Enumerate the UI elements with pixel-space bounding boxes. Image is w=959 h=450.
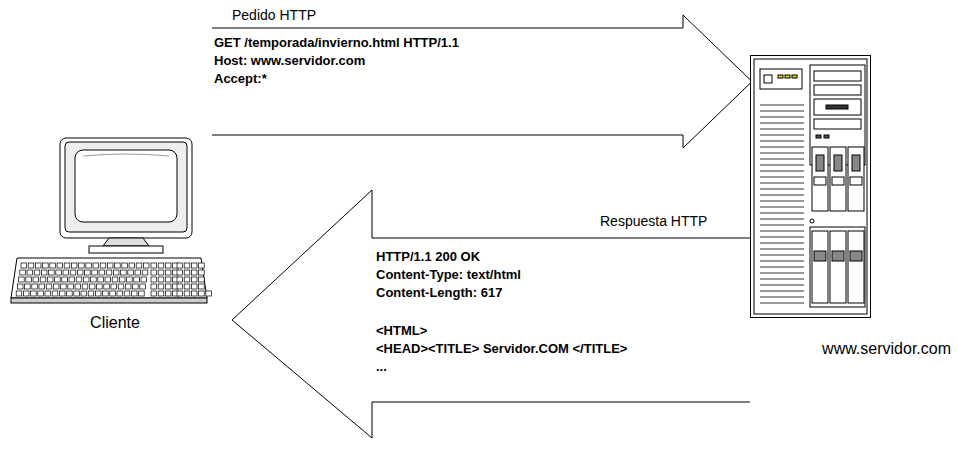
http-message-line: <HTML>	[376, 323, 427, 339]
http-message-line: GET /temporada/invierno.html HTTP/1.1	[214, 35, 459, 51]
edge-label: Pedido HTTP	[232, 7, 316, 24]
http-message-line: Content-Type: text/html	[376, 267, 521, 283]
response-arrow	[232, 190, 750, 438]
http-message-line: ...	[376, 359, 387, 375]
node-label: www.servidor.com	[750, 339, 951, 358]
http-message-line: <HEAD><TITLE> Servidor.COM </TITLE>	[376, 341, 627, 357]
http-message-line: Host: www.servidor.com	[214, 53, 365, 69]
edge-label: Respuesta HTTP	[600, 213, 707, 230]
server-illustration	[750, 55, 955, 365]
node-label: Cliente	[65, 313, 165, 332]
client-computer: Cliente	[5, 130, 212, 342]
http-message-line: Accept:*	[214, 71, 267, 87]
web-server: www.servidor.com	[750, 55, 955, 365]
http-message-line: HTTP/1.1 200 OK	[376, 249, 480, 265]
http-message-line: Content-Length: 617	[376, 285, 502, 301]
computer-illustration	[5, 130, 212, 342]
request-arrow	[212, 15, 752, 148]
